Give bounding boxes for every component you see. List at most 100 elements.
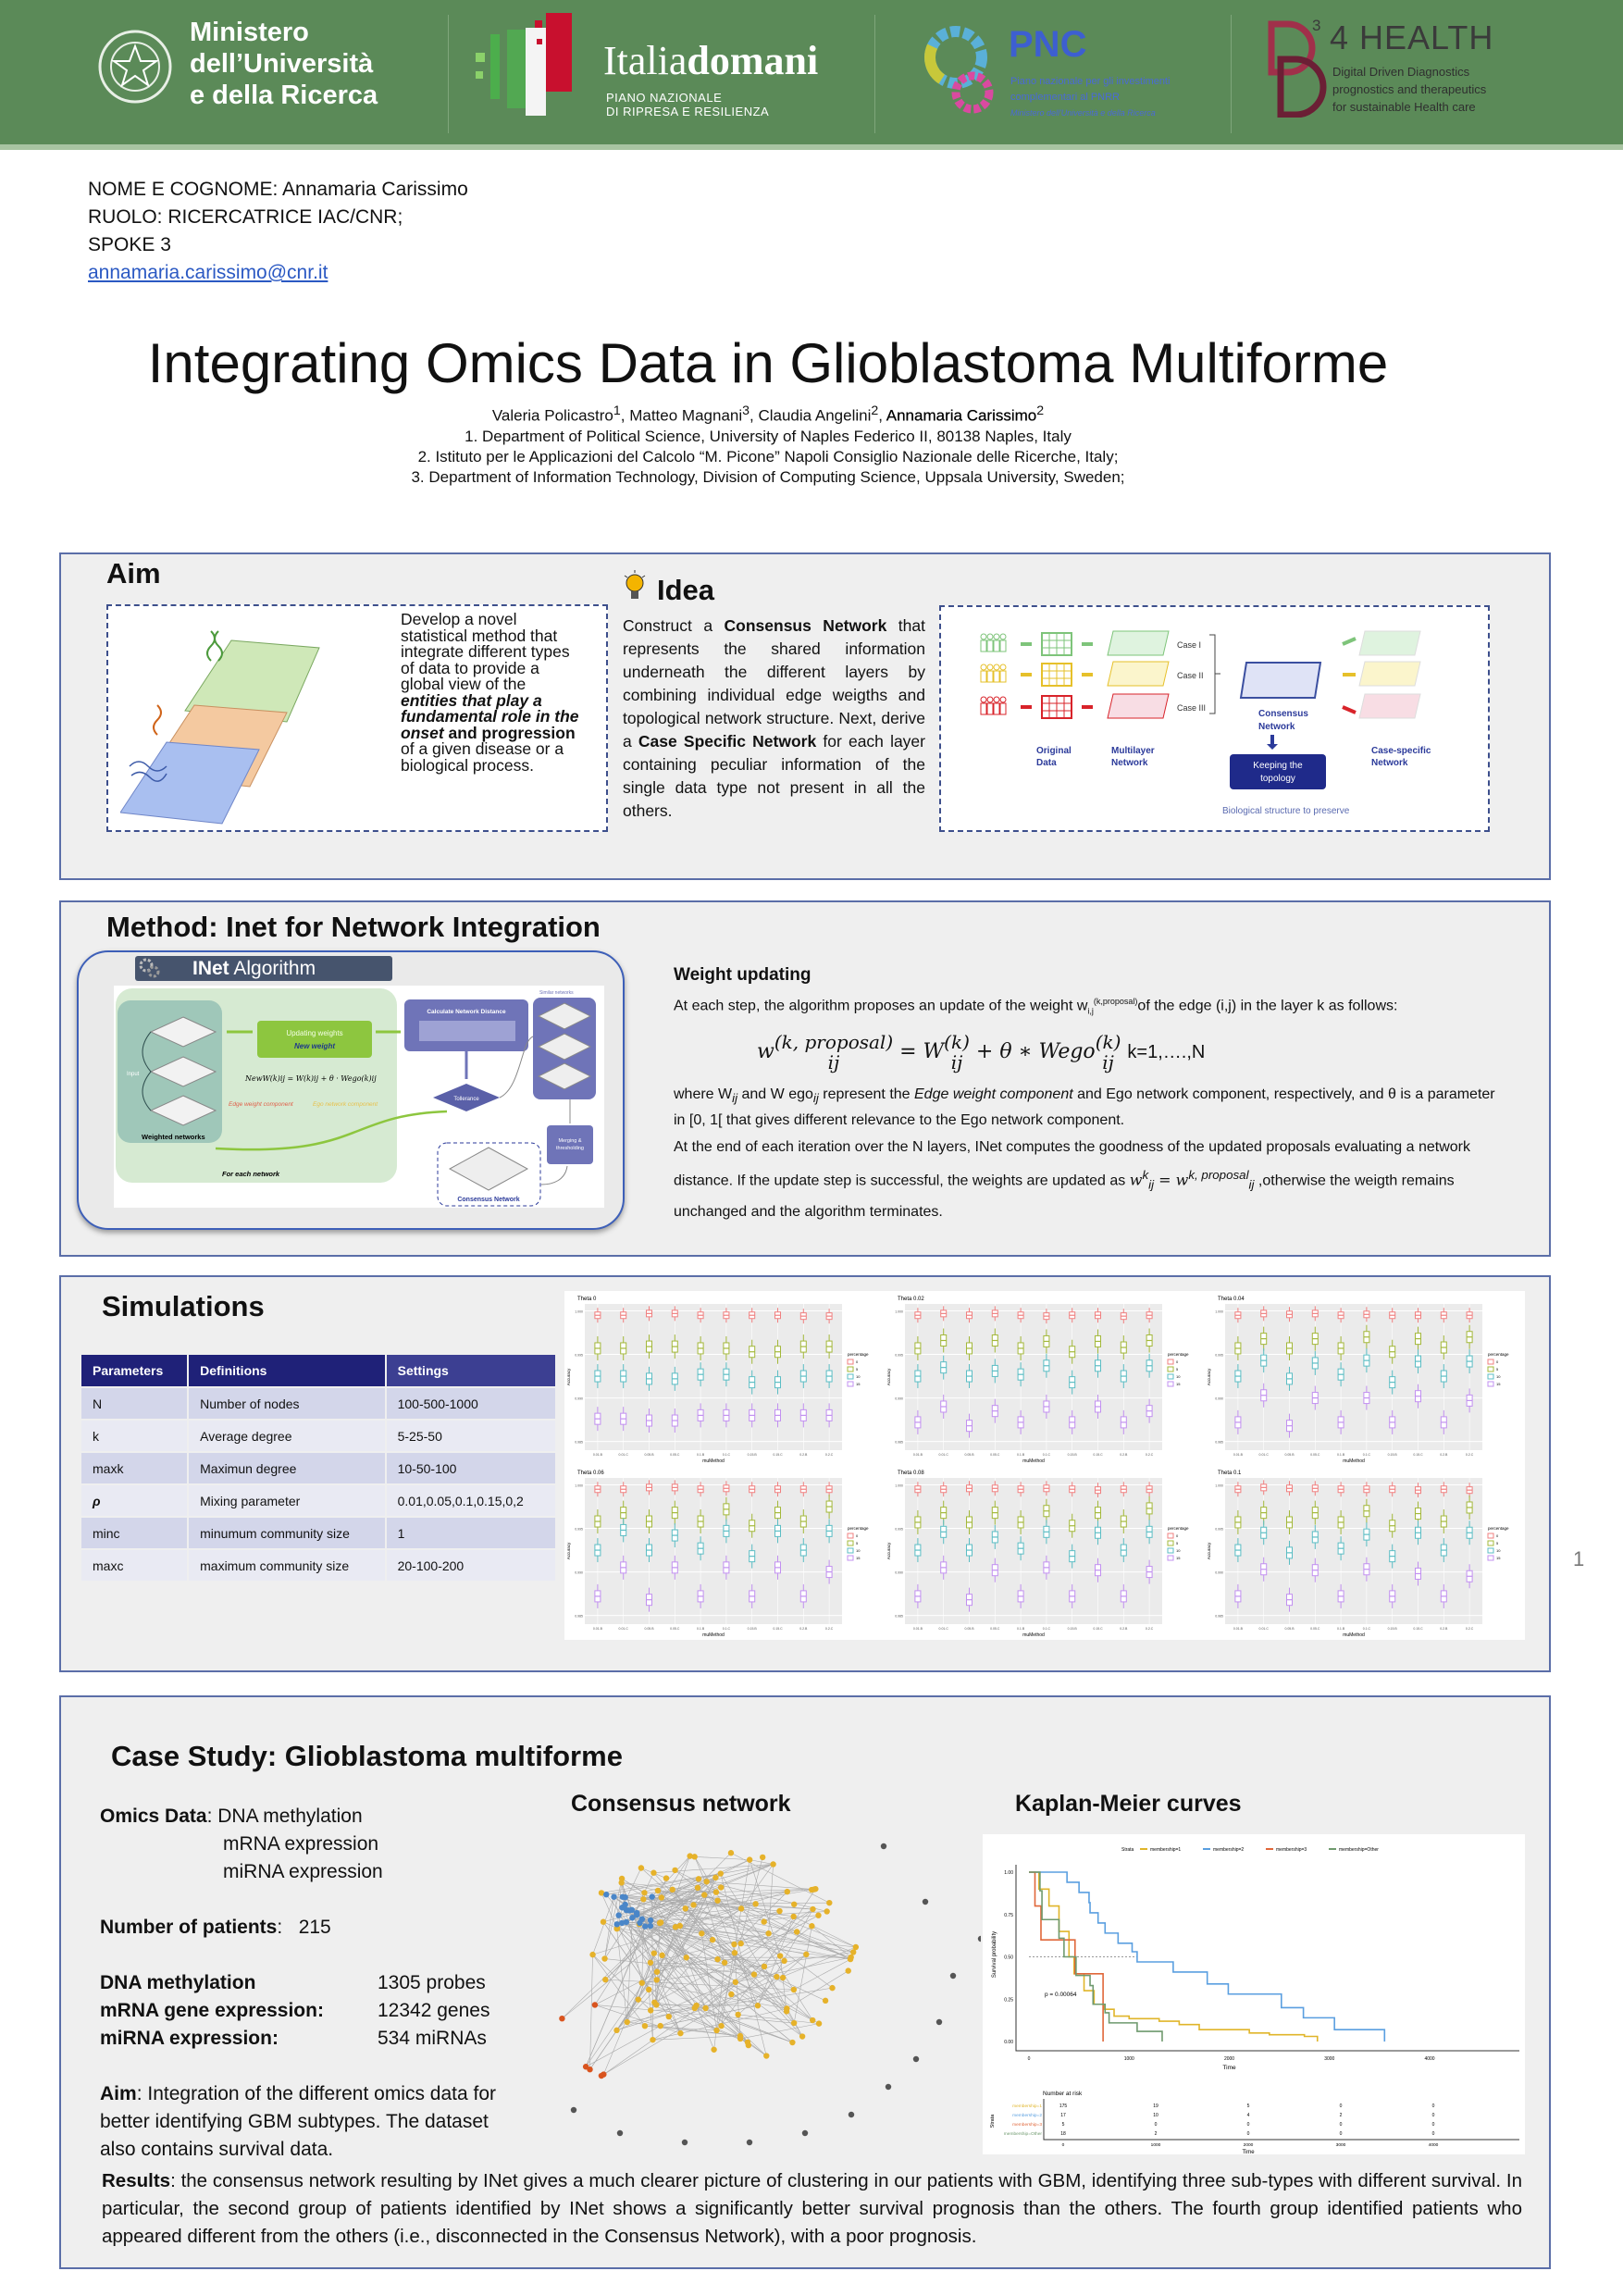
network-node	[737, 1940, 744, 1947]
person-head	[980, 633, 987, 640]
network-node	[712, 1889, 720, 1895]
person-body	[980, 702, 987, 715]
merging-label: thresholding	[556, 1146, 584, 1151]
network-node	[750, 1971, 758, 1978]
legend-label: 5	[856, 1367, 859, 1371]
table-cell: Average degree	[189, 1421, 385, 1451]
contact-email-link[interactable]: annamaria.carissimo@cnr.it	[88, 262, 328, 283]
y-tick-label: 1.00	[1004, 1870, 1013, 1876]
x-tick-label: 0.2.C	[1146, 1453, 1154, 1457]
risk-value: 10	[1153, 2113, 1158, 2118]
input-label: Input	[127, 1072, 140, 1077]
network-edge	[654, 1915, 819, 2004]
network-edge	[594, 2004, 681, 2034]
risk-row-label: membership=2	[1012, 2113, 1042, 2118]
network-edge	[640, 1868, 813, 2021]
legend-label: 0	[1176, 1359, 1179, 1364]
network-edge	[749, 1859, 781, 1956]
risk-x-tick: 0	[1062, 2142, 1065, 2148]
table-cell: 20-100-200	[386, 1550, 555, 1581]
consensus-label: Network	[1258, 722, 1295, 732]
x-tick-label: 0.15.B	[1068, 1453, 1078, 1457]
weight-updating-section: Weight updating At each step, the algori…	[674, 964, 1506, 1226]
legend-key	[1487, 1373, 1494, 1380]
network-node	[691, 1854, 698, 1860]
network-icon	[149, 1056, 217, 1087]
table-cell: 5-25-50	[386, 1421, 555, 1451]
y-tick-label: 0.995	[575, 1528, 583, 1532]
network-edge	[650, 1887, 699, 1921]
consensus-label: Consensus	[1258, 709, 1308, 719]
network-edge	[603, 1954, 807, 2075]
isolated-node	[949, 1972, 957, 1980]
network-edge	[715, 1888, 816, 1893]
idea-text-segment: Consensus Network	[724, 616, 887, 635]
panel-title: Theta 0	[577, 1297, 597, 1302]
network-edge	[637, 1912, 769, 1934]
network-node	[789, 2039, 796, 2046]
x-tick-label: 0.01.C	[1259, 1453, 1270, 1457]
legend-key	[1487, 1540, 1494, 1546]
risk-value: 0	[1247, 2122, 1250, 2128]
y-tick-label: 0.990	[895, 1397, 903, 1401]
y-tick-label: 0.990	[895, 1571, 903, 1575]
network-node	[591, 2002, 599, 2008]
legend-key	[847, 1540, 854, 1546]
network-edge	[604, 1896, 614, 1959]
network-edge	[616, 2004, 697, 2031]
y-tick-label: 0.75	[1004, 1913, 1013, 1918]
network-node	[809, 1886, 815, 1893]
network-icon	[537, 1062, 592, 1090]
network-node	[650, 2036, 656, 2043]
distance-formula	[419, 1021, 515, 1041]
legend-label: 5	[856, 1541, 859, 1545]
network-edge	[589, 1999, 639, 2070]
network-edge	[637, 1914, 755, 1975]
legend-label: 15	[856, 1556, 861, 1560]
network-edge	[660, 1922, 750, 2046]
network-node	[635, 1996, 642, 2003]
merging-label: Merging &	[558, 1138, 581, 1144]
y-tick-label: 0.990	[575, 1571, 583, 1575]
person-body	[986, 670, 994, 683]
x-tick-label: 0.01.B	[593, 1627, 603, 1631]
network-node	[790, 1913, 797, 1920]
italiadomani-logo-text: Italiadomani	[603, 38, 819, 83]
network-node	[641, 2022, 649, 2029]
weight-updating-intro: At each step, the algorithm proposes an …	[674, 997, 1398, 1016]
network-node	[852, 1943, 860, 1951]
legend-key	[1167, 1359, 1174, 1365]
network-edge	[585, 1894, 705, 2067]
network-edge	[613, 1896, 619, 1916]
x-tick-label: 0.2.C	[825, 1453, 834, 1457]
x-tick-label: 0.15.C	[1093, 1453, 1103, 1457]
network-edge	[585, 2025, 661, 2067]
network-edge	[705, 1987, 833, 2009]
x-tick-label: 0.05.C	[990, 1627, 1000, 1631]
network-edge	[636, 1912, 738, 2016]
isolated-node	[848, 2111, 855, 2118]
risk-value: 0	[1432, 2131, 1435, 2137]
isolated-node	[616, 2129, 624, 2137]
network-edge	[704, 1894, 851, 1960]
arrow-icon	[1342, 705, 1357, 714]
network-edge	[644, 2025, 717, 2031]
legend-key	[847, 1366, 854, 1372]
network-edge	[613, 1896, 813, 1910]
dna-icon	[206, 630, 223, 662]
person-head	[986, 633, 994, 640]
network-edge	[812, 1925, 851, 1958]
risk-table-title: Number at risk	[1043, 2091, 1083, 2097]
network-edge	[657, 1890, 755, 1975]
header-strip	[0, 144, 1623, 150]
person-head	[999, 696, 1007, 703]
network-node	[815, 2020, 823, 2027]
network-node	[600, 1918, 607, 1925]
network-node	[714, 1897, 721, 1904]
network-edge	[656, 1952, 736, 1973]
network-node	[737, 1905, 745, 1912]
